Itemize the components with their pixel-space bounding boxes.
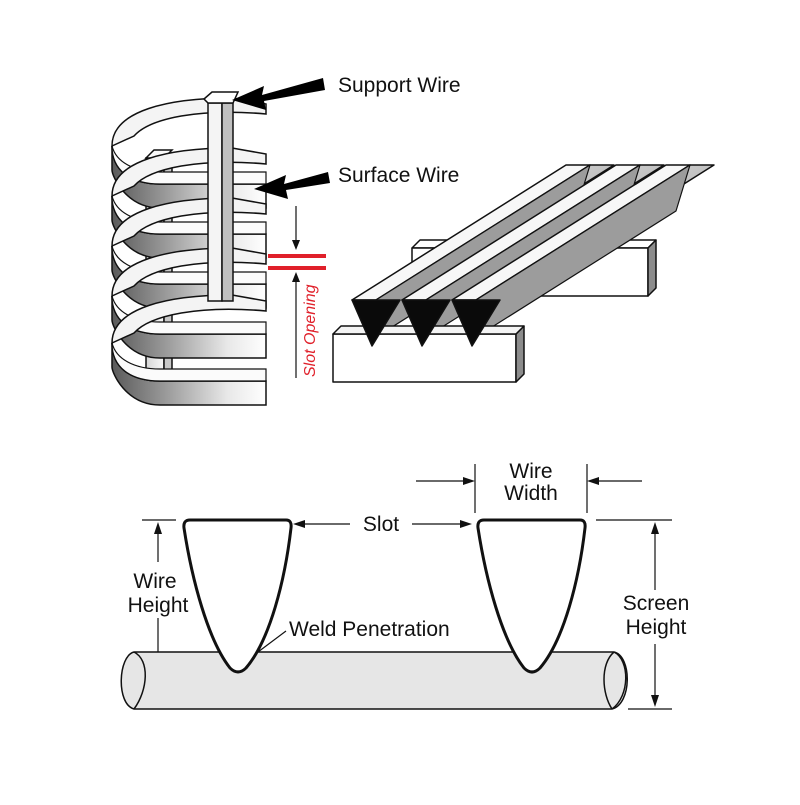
slot-opening-label: Slot Opening [302,284,319,377]
slot-dimension [293,520,472,528]
screen-height-label-1: Screen [623,592,690,615]
wire-height-label-1: Wire [133,570,176,593]
surface-wire-ring [111,294,267,406]
screen-height-dimension [596,519,672,710]
wire-width-dimension [416,464,642,513]
wire-height-dimension [142,519,176,652]
wedge-wire-end [351,299,401,347]
slot-opening-indicator [268,206,326,378]
weld-penetration-label: Weld Penetration [289,618,450,641]
support-rod-section [120,651,628,710]
slot-label: Slot [363,513,399,536]
cross-section-diagram: Wire Width Slot Wire Height Weld Penetra… [120,460,690,710]
wire-width-label-2: Width [504,482,558,505]
front-support-wire [202,91,240,302]
wedge-wire-end [401,299,451,347]
wire-height-label-2: Height [128,594,189,617]
wire-profile-right [476,518,587,674]
surface-wire-label: Surface Wire [338,164,459,187]
surface-wire-arrow [254,172,330,199]
weld-penetration-leader [257,630,287,653]
wire-profile-left [182,518,293,674]
cylinder-screen-illustration [111,91,267,406]
surface-wire-rings [111,97,267,406]
wire-width-label-1: Wire [509,460,552,483]
wedge-wire-illustration [332,164,715,383]
support-wire-label: Support Wire [338,74,461,97]
support-wire-arrow [232,78,325,110]
wedge-wire-end [451,299,501,347]
screen-height-label-2: Height [626,616,687,639]
wedge-wire-ends [351,299,501,347]
wedge-wires [351,164,715,347]
